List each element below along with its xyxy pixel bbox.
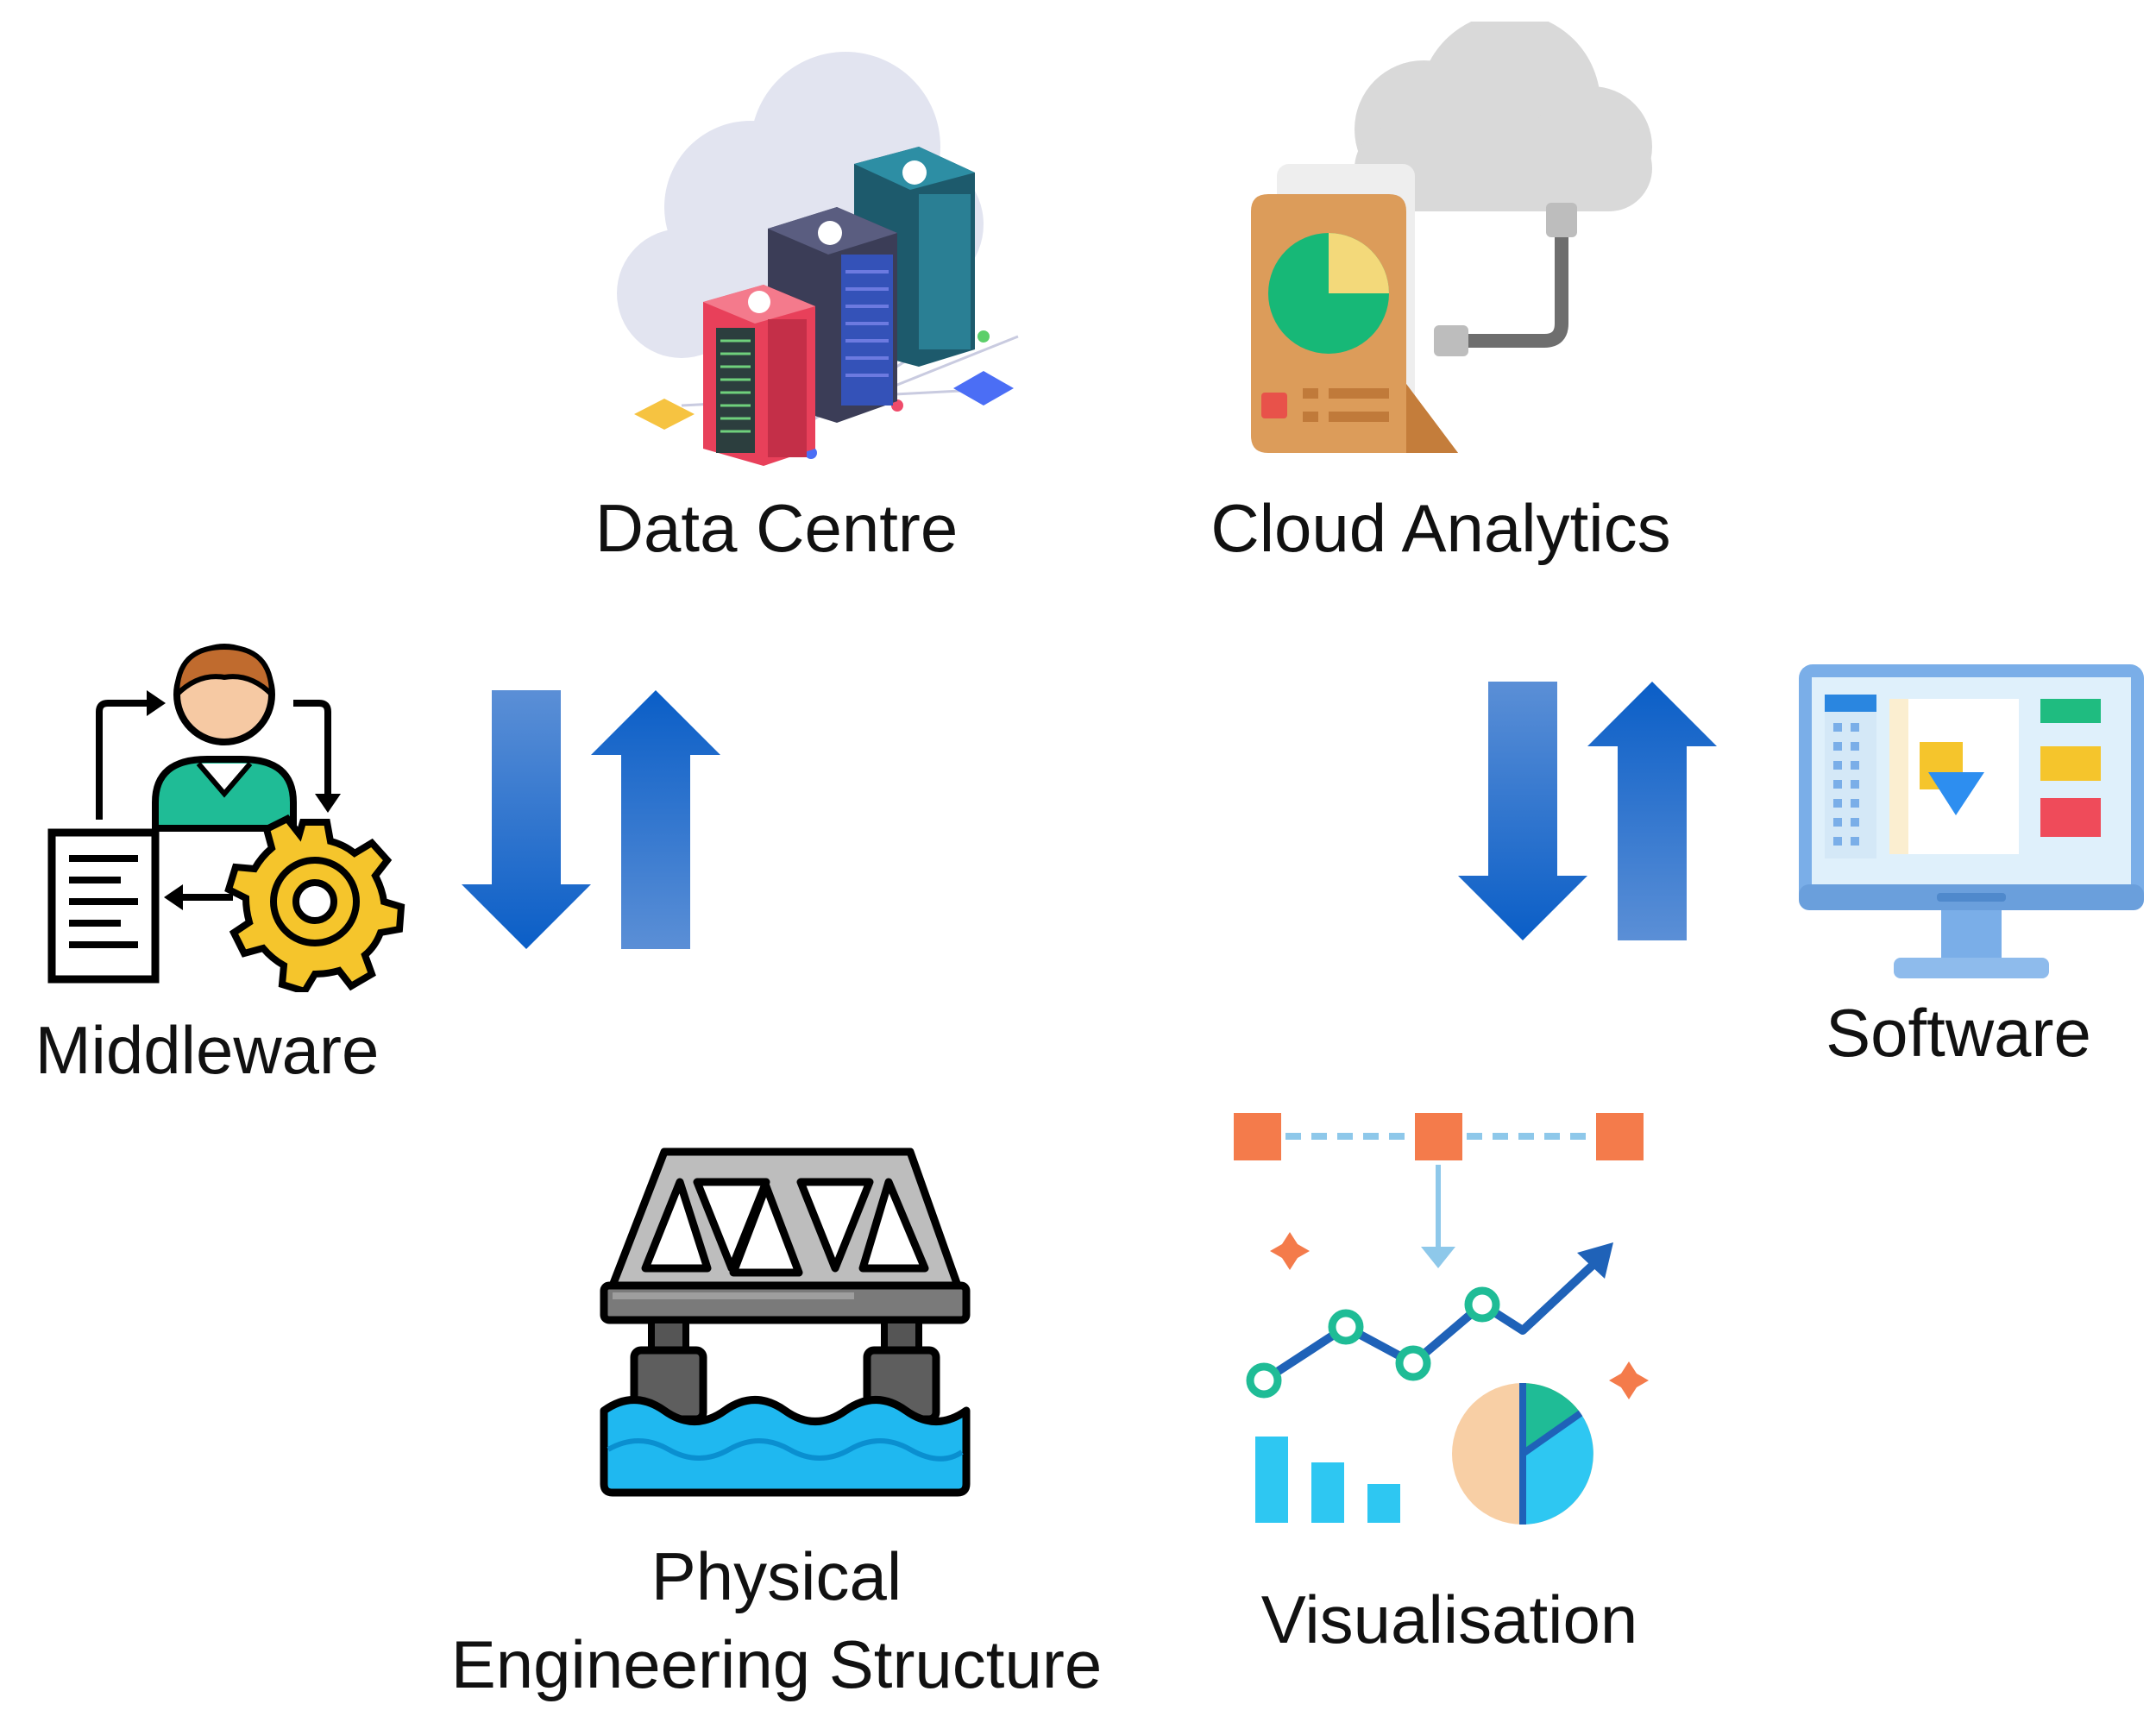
cloud-report-icon bbox=[1251, 22, 1652, 453]
visualisation-label: Visualisation bbox=[1260, 1581, 1638, 1657]
cloud-analytics-label: Cloud Analytics bbox=[1210, 490, 1671, 566]
analytics-visualisation-arrows bbox=[1458, 682, 1717, 940]
monitor-dashboard-icon bbox=[1799, 664, 2144, 978]
server-cloud-icon bbox=[617, 52, 1019, 466]
physical-structure-label-line2: Engineering Structure bbox=[450, 1626, 1103, 1702]
down-arrow-icon bbox=[462, 690, 591, 949]
bridge-icon bbox=[600, 1147, 971, 1497]
down-arrow-icon bbox=[1458, 682, 1587, 940]
middleware-datacentre-arrows bbox=[462, 690, 720, 949]
person-gear-document-icon bbox=[47, 644, 405, 992]
data-centre-label: Data Centre bbox=[594, 490, 959, 566]
software-label: Software bbox=[1826, 995, 2091, 1071]
up-arrow-icon bbox=[591, 690, 720, 949]
physical-structure-label-line1: Physical bbox=[651, 1538, 902, 1614]
middleware-label: Middleware bbox=[35, 1012, 380, 1088]
up-arrow-icon bbox=[1587, 682, 1717, 940]
chart-visualisation-icon bbox=[1234, 1113, 1649, 1525]
